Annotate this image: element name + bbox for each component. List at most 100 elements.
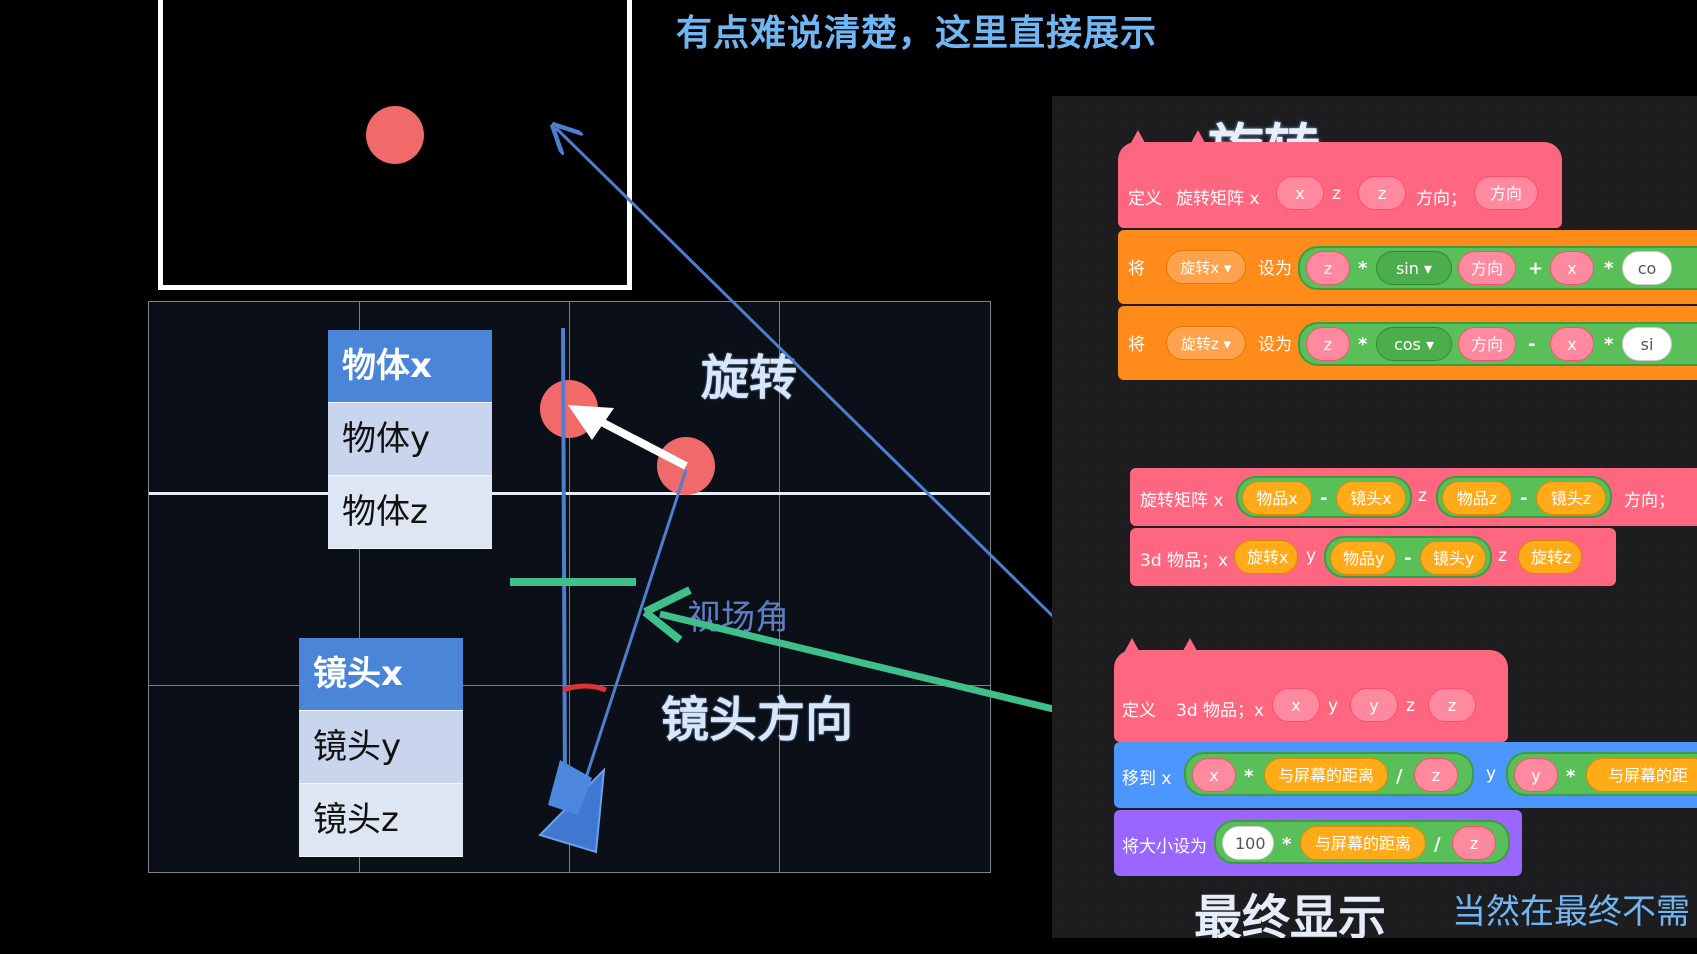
expression: x * 与屏幕的距离 / z (1184, 752, 1474, 796)
reporter-object-z[interactable]: 物品z (1442, 481, 1512, 515)
size-label: 将大小设为 (1122, 837, 1207, 857)
reporter-sin[interactable]: si (1622, 327, 1672, 361)
note-text: 当然在最终不需 (1452, 892, 1690, 932)
grid-line (359, 302, 360, 872)
camera-y-row: 镜头y (299, 711, 463, 784)
arg-sep: 方向； (1624, 491, 1675, 511)
op: - (1528, 334, 1536, 355)
arg-sep: y (1486, 764, 1497, 784)
to-label: 设为 (1258, 259, 1292, 279)
expression: z * sin ▾ 方向 + x * co (1298, 246, 1697, 290)
function-dropdown[interactable]: sin ▾ (1376, 251, 1452, 285)
var-dropdown[interactable]: 旋转z ▾ (1166, 326, 1246, 360)
reporter-rotation-z[interactable]: 旋转z (1518, 540, 1582, 574)
reporter-x[interactable]: x (1192, 758, 1236, 792)
grid-line (149, 685, 990, 686)
size-value[interactable]: 100 (1222, 826, 1274, 860)
define-label: 定义 (1122, 701, 1156, 721)
call-name: 旋转矩阵 x (1140, 491, 1224, 511)
arg-direction[interactable]: 方向 (1474, 176, 1538, 210)
reporter-y[interactable]: y (1514, 758, 1558, 792)
op: * (1358, 334, 1368, 355)
grid-line (569, 302, 570, 872)
arg-y[interactable]: y (1350, 688, 1398, 722)
define-block-3d-object[interactable]: 定义 3d 物品；x x y y z z (1114, 650, 1508, 742)
var-dropdown[interactable]: 旋转x ▾ (1166, 250, 1246, 284)
op: / (1396, 766, 1403, 787)
call-rotation-matrix-block[interactable]: 旋转矩阵 x 物品x - 镜头x z 物品z - 镜头z 方向； (1130, 468, 1697, 526)
op: - (1520, 488, 1528, 509)
function-dropdown[interactable]: cos ▾ (1376, 327, 1452, 361)
camera-z-row: 镜头z (299, 784, 463, 857)
arg-sep: y (1306, 546, 1317, 566)
arg-x[interactable]: x (1272, 688, 1320, 722)
arg-sep: y (1328, 696, 1339, 716)
reporter-camera-x[interactable]: 镜头x (1336, 481, 1406, 515)
op: * (1358, 258, 1368, 279)
reporter-screen-distance[interactable]: 与屏幕的距 (1586, 758, 1697, 792)
rotate-label: 旋转 (701, 350, 798, 406)
reporter-z[interactable]: z (1306, 327, 1350, 361)
arg-sep: z (1498, 546, 1507, 566)
reporter-camera-y[interactable]: 镜头y (1420, 541, 1486, 575)
op: * (1604, 334, 1614, 355)
reporter-rotation-x[interactable]: 旋转x (1234, 540, 1298, 574)
camera-direction-label: 镜头方向 (661, 692, 854, 748)
set-label: 将 (1128, 259, 1145, 279)
stage-preview (158, 0, 632, 290)
reporter-z[interactable]: z (1306, 251, 1350, 285)
camera-variables-table: 镜头x 镜头y 镜头z (299, 638, 463, 857)
reporter-z[interactable]: z (1452, 826, 1496, 860)
arg-z[interactable]: z (1428, 688, 1476, 722)
diagram-grid: 物体x 物体y 物体z 镜头x 镜头y 镜头z 旋转 视场角 镜头方向 (148, 301, 991, 873)
op: * (1566, 766, 1576, 787)
op: * (1282, 834, 1292, 855)
to-label: 设为 (1258, 335, 1292, 355)
set-rotation-z-block[interactable]: 将 旋转z ▾ 设为 z * cos ▾ 方向 - x * si (1118, 306, 1697, 380)
object-z-row: 物体z (328, 476, 492, 549)
reporter-camera-z[interactable]: 镜头z (1536, 481, 1606, 515)
call-name: 3d 物品；x (1140, 551, 1229, 571)
op: - (1404, 548, 1412, 569)
arg-sep: z (1418, 486, 1427, 506)
set-label: 将 (1128, 335, 1145, 355)
reporter-screen-distance[interactable]: 与屏幕的距离 (1264, 758, 1388, 792)
define-block-rotation-matrix[interactable]: 定义 旋转矩阵 x x z z 方向； 方向 (1118, 142, 1562, 228)
reporter-z[interactable]: z (1414, 758, 1458, 792)
reporter-direction[interactable]: 方向 (1458, 327, 1516, 361)
reporter-direction[interactable]: 方向 (1458, 251, 1516, 285)
define-label: 定义 (1128, 189, 1162, 209)
object-variables-table: 物体x 物体y 物体z (328, 330, 492, 549)
object-y-row: 物体y (328, 403, 492, 476)
op: * (1604, 258, 1614, 279)
move-to-block[interactable]: 移到 x x * 与屏幕的距离 / z y y * 与屏幕的距 (1114, 742, 1697, 808)
call-3d-object-block[interactable]: 3d 物品；x 旋转x y 物品y - 镜头y z 旋转z (1130, 528, 1616, 586)
set-rotation-x-block[interactable]: 将 旋转x ▾ 设为 z * sin ▾ 方向 + x * co (1118, 230, 1697, 304)
reporter-object-y[interactable]: 物品y (1330, 541, 1396, 575)
reporter-cos[interactable]: co (1622, 251, 1672, 285)
arg-sep: z (1332, 184, 1341, 204)
reporter-object-x[interactable]: 物品x (1242, 481, 1312, 515)
object-x-row: 物体x (328, 330, 492, 403)
arg-x[interactable]: x (1276, 176, 1324, 210)
reporter-screen-distance[interactable]: 与屏幕的距离 (1300, 826, 1426, 860)
arg-sep: 方向； (1416, 189, 1467, 209)
fov-label: 视场角 (687, 598, 789, 638)
camera-x-row: 镜头x (299, 638, 463, 711)
reporter-x[interactable]: x (1550, 327, 1594, 361)
preview-object-dot (366, 106, 424, 164)
scratch-code-panel: 旋转 定义 旋转矩阵 x x z z 方向； 方向 将 旋转x ▾ 设为 z *… (1052, 96, 1697, 938)
op: - (1320, 488, 1328, 509)
define-name: 3d 物品；x (1176, 701, 1265, 721)
final-display-label: 最终显示 (1194, 890, 1387, 938)
op: * (1244, 766, 1254, 787)
set-size-block[interactable]: 将大小设为 100 * 与屏幕的距离 / z (1114, 810, 1522, 876)
reporter-x[interactable]: x (1550, 251, 1594, 285)
op: + (1528, 258, 1544, 279)
expression: 物品x - 镜头x (1236, 476, 1412, 518)
op: / (1434, 834, 1441, 855)
expression: 物品y - 镜头y (1324, 536, 1492, 578)
expression: y * 与屏幕的距 (1506, 752, 1697, 796)
expression: 物品z - 镜头z (1436, 476, 1612, 518)
arg-z[interactable]: z (1358, 176, 1406, 210)
